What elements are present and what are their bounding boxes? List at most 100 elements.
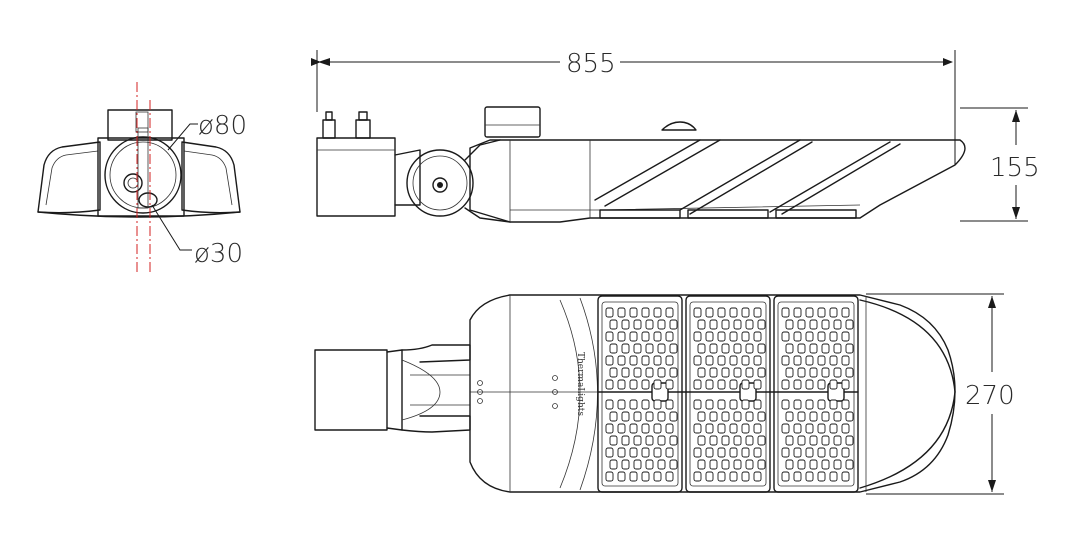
led-lens bbox=[697, 435, 706, 446]
led-lens bbox=[709, 319, 718, 330]
led-lens bbox=[797, 319, 806, 330]
led-lens bbox=[617, 379, 626, 390]
led-lens bbox=[733, 411, 742, 422]
led-lens bbox=[829, 423, 838, 434]
led-lens bbox=[745, 411, 754, 422]
led-lens bbox=[841, 447, 850, 458]
led-lens bbox=[729, 423, 738, 434]
led-lens bbox=[641, 399, 650, 410]
led-lens bbox=[709, 435, 718, 446]
led-lens bbox=[841, 471, 850, 482]
led-lens bbox=[733, 459, 742, 470]
brand-mark: ThermaLights bbox=[575, 352, 585, 416]
led-lens bbox=[633, 343, 642, 354]
led-lens bbox=[709, 343, 718, 354]
led-lens bbox=[829, 399, 838, 410]
led-lens bbox=[753, 447, 762, 458]
led-lens bbox=[693, 423, 702, 434]
led-lens bbox=[781, 307, 790, 318]
led-lens bbox=[653, 447, 662, 458]
led-lens bbox=[797, 435, 806, 446]
led-lens bbox=[745, 435, 754, 446]
led-lens bbox=[717, 447, 726, 458]
led-lens bbox=[641, 447, 650, 458]
led-lens bbox=[621, 459, 630, 470]
led-lens bbox=[645, 343, 654, 354]
led-lens bbox=[617, 471, 626, 482]
led-lens bbox=[653, 307, 662, 318]
led-lens bbox=[697, 411, 706, 422]
mount-inner-diameter-label: ø30 bbox=[194, 239, 243, 269]
led-lens bbox=[609, 459, 618, 470]
led-lens bbox=[793, 471, 802, 482]
mount-outer-diameter-label: ø80 bbox=[198, 111, 247, 141]
end-view bbox=[37, 82, 241, 274]
led-lens bbox=[605, 471, 614, 482]
led-lens bbox=[657, 435, 666, 446]
led-lens bbox=[729, 471, 738, 482]
led-lens-grid bbox=[605, 307, 854, 482]
led-lens bbox=[665, 423, 674, 434]
led-lens bbox=[781, 379, 790, 390]
led-lens bbox=[821, 319, 830, 330]
led-lens bbox=[757, 459, 766, 470]
led-lens bbox=[669, 319, 678, 330]
led-lens bbox=[781, 331, 790, 342]
led-lens bbox=[705, 423, 714, 434]
led-lens bbox=[809, 367, 818, 378]
led-lens bbox=[705, 307, 714, 318]
led-lens bbox=[809, 319, 818, 330]
led-lens bbox=[629, 423, 638, 434]
led-lens bbox=[817, 307, 826, 318]
led-lens bbox=[705, 399, 714, 410]
led-lens bbox=[809, 459, 818, 470]
led-lens bbox=[733, 343, 742, 354]
led-lens bbox=[717, 379, 726, 390]
led-lens bbox=[645, 319, 654, 330]
led-lens bbox=[717, 399, 726, 410]
led-lens bbox=[629, 399, 638, 410]
led-lens bbox=[833, 435, 842, 446]
led-lens bbox=[793, 307, 802, 318]
led-lens bbox=[797, 459, 806, 470]
led-lens bbox=[705, 331, 714, 342]
led-lens bbox=[797, 367, 806, 378]
led-lens bbox=[665, 399, 674, 410]
led-lens bbox=[693, 399, 702, 410]
led-lens bbox=[629, 307, 638, 318]
led-lens bbox=[605, 423, 614, 434]
led-lens bbox=[633, 367, 642, 378]
led-lens bbox=[705, 447, 714, 458]
led-lens bbox=[721, 411, 730, 422]
led-lens bbox=[645, 459, 654, 470]
led-lens bbox=[605, 379, 614, 390]
led-lens bbox=[833, 459, 842, 470]
led-lens bbox=[817, 399, 826, 410]
led-lens bbox=[641, 423, 650, 434]
led-lens bbox=[605, 355, 614, 366]
led-lens bbox=[757, 435, 766, 446]
led-lens bbox=[797, 411, 806, 422]
led-lens bbox=[833, 319, 842, 330]
led-lens bbox=[653, 355, 662, 366]
led-lens bbox=[745, 459, 754, 470]
led-lens bbox=[829, 447, 838, 458]
led-lens bbox=[605, 307, 614, 318]
led-lens bbox=[793, 331, 802, 342]
led-lens bbox=[729, 379, 738, 390]
led-lens bbox=[809, 411, 818, 422]
led-lens bbox=[785, 411, 794, 422]
led-lens bbox=[817, 447, 826, 458]
led-lens bbox=[665, 355, 674, 366]
led-lens bbox=[805, 379, 814, 390]
led-lens bbox=[657, 319, 666, 330]
led-lens bbox=[709, 411, 718, 422]
led-lens bbox=[841, 355, 850, 366]
led-lens bbox=[609, 319, 618, 330]
led-lens bbox=[653, 399, 662, 410]
led-lens bbox=[793, 399, 802, 410]
led-lens bbox=[669, 459, 678, 470]
led-lens bbox=[781, 355, 790, 366]
led-lens bbox=[781, 423, 790, 434]
led-lens bbox=[665, 307, 674, 318]
